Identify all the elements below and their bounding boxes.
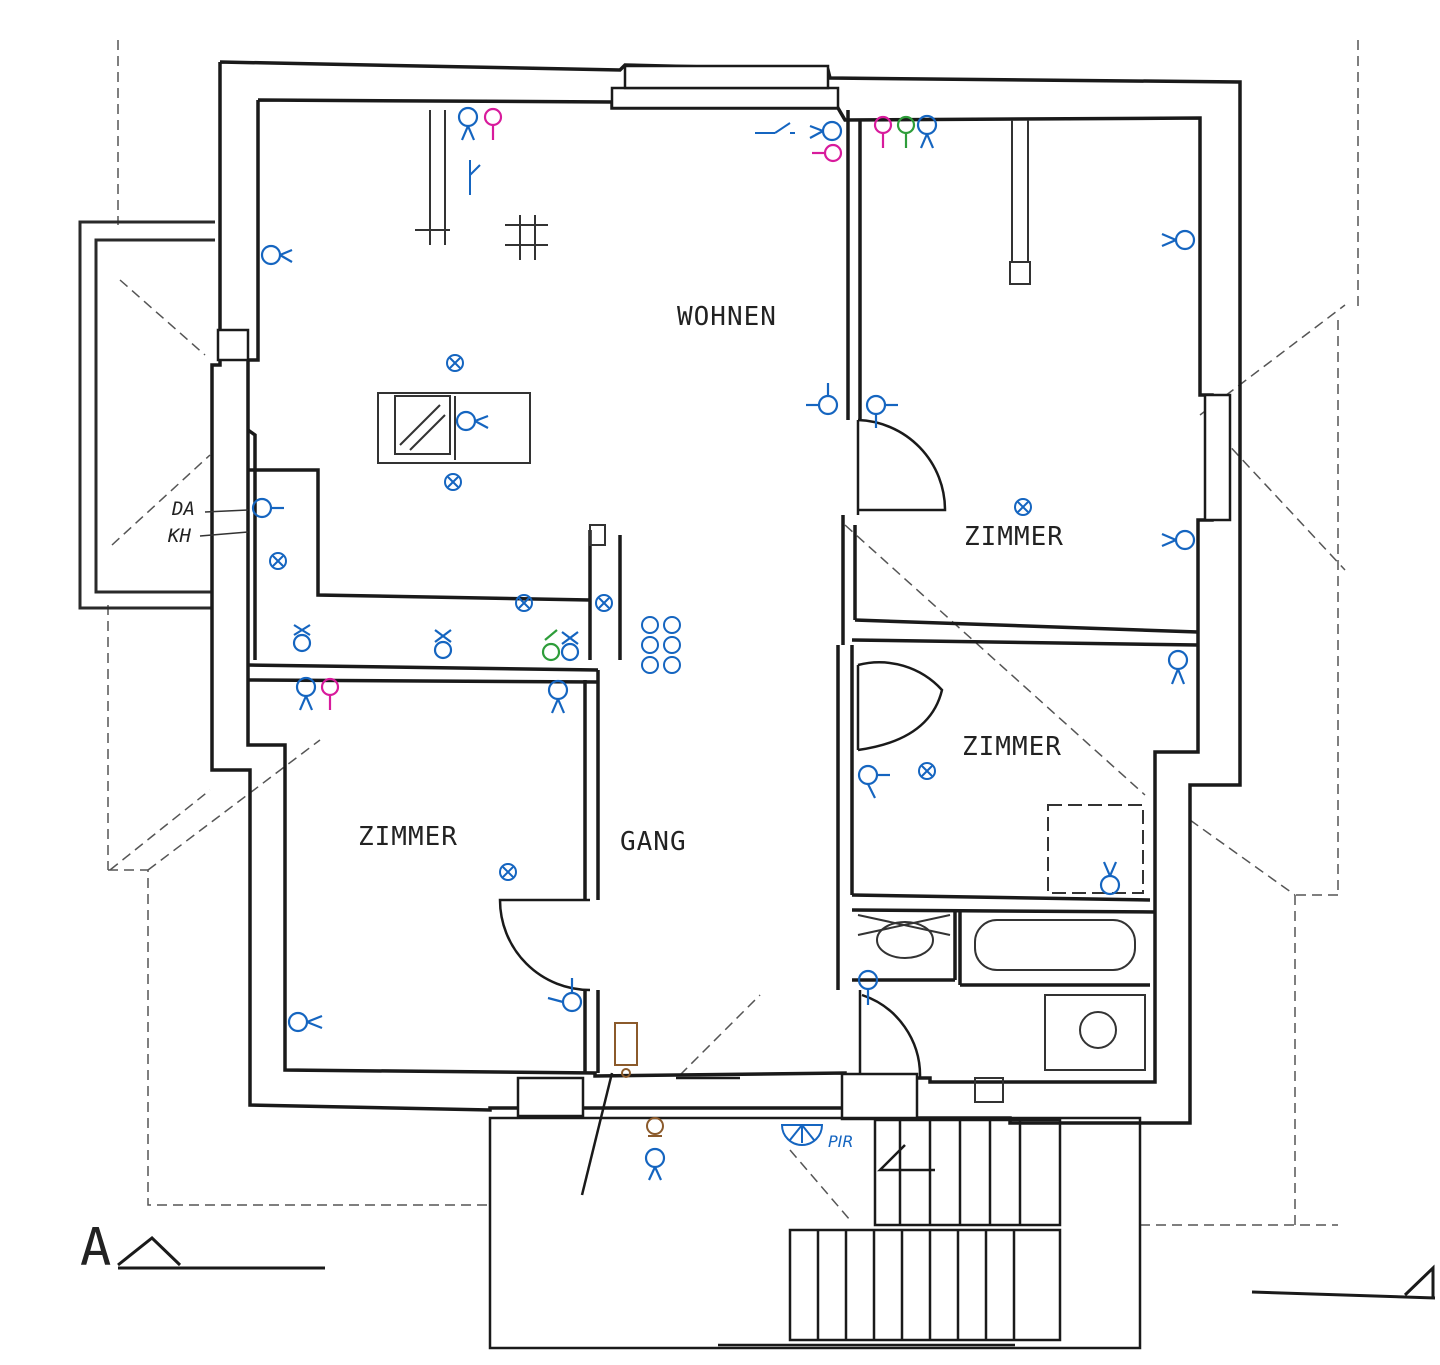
socket-icon <box>260 244 293 266</box>
socket-icon <box>1167 649 1189 685</box>
furniture <box>377 110 1146 1103</box>
room-label-wohnen: WOHNEN <box>677 302 777 332</box>
door-bell-icon <box>614 1022 664 1137</box>
motion-sensor-icon <box>780 1124 824 1146</box>
socket-icon <box>809 120 843 142</box>
socket-icon <box>857 764 890 799</box>
room-label-zimmer-e: ZIMMER <box>962 732 1062 762</box>
annotation-da: DA <box>171 498 195 520</box>
tv-outlet-icon <box>896 115 916 148</box>
ceiling-light-icon <box>515 594 533 612</box>
socket-icon <box>560 631 580 662</box>
entrance-stairs <box>488 1116 1142 1350</box>
exterior-walls <box>210 60 1242 1125</box>
socket-icon <box>1161 529 1196 551</box>
socket-icon <box>857 969 879 1005</box>
section-marker-arrow <box>117 1236 1436 1300</box>
socket-icon <box>251 497 284 519</box>
ceiling-light-icon <box>595 594 613 612</box>
socket-icon <box>644 1147 666 1181</box>
balcony-west <box>78 220 215 610</box>
socket-icon <box>1099 861 1121 896</box>
socket-icon <box>295 676 317 711</box>
socket-icon <box>916 114 938 149</box>
leader-line <box>199 531 249 537</box>
socket-icon <box>547 978 583 1013</box>
socket-icon <box>806 383 839 416</box>
pir-label: PIR <box>828 1132 853 1151</box>
interior-walls <box>246 110 1199 1073</box>
room-label-gang: GANG <box>620 827 687 857</box>
socket-icon <box>292 624 312 653</box>
data-outlet-icon <box>873 115 893 148</box>
section-marker-label: A <box>80 1218 111 1278</box>
socket-icon <box>1161 229 1196 251</box>
ceiling-light-icon <box>444 473 462 491</box>
room-label-zimmer-sw: ZIMMER <box>358 822 458 852</box>
annotation-kh: KH <box>167 525 191 547</box>
ceiling-light-icon <box>1014 498 1032 516</box>
ceiling-light-icon <box>269 552 287 570</box>
socket-icon <box>865 394 898 428</box>
switch-icon <box>641 616 681 674</box>
data-outlet-icon <box>320 677 340 710</box>
data-outlet-icon <box>812 143 843 163</box>
socket-icon <box>455 410 489 432</box>
ceiling-light-icon <box>918 762 936 780</box>
tv-outlet-icon <box>541 629 561 662</box>
ceiling-light-icon <box>499 863 517 881</box>
socket-icon <box>457 106 479 141</box>
socket-icon <box>547 679 569 714</box>
socket-icon <box>287 1011 323 1033</box>
data-outlet-icon <box>483 107 503 140</box>
room-label-zimmer-ne: ZIMMER <box>964 522 1064 552</box>
socket-icon <box>433 629 453 660</box>
switch-icon <box>469 122 795 195</box>
windows <box>216 64 1232 1121</box>
doors <box>498 418 947 1196</box>
leader-line <box>204 509 249 513</box>
construction-lines <box>107 40 1359 1226</box>
ceiling-light-icon <box>446 354 464 372</box>
